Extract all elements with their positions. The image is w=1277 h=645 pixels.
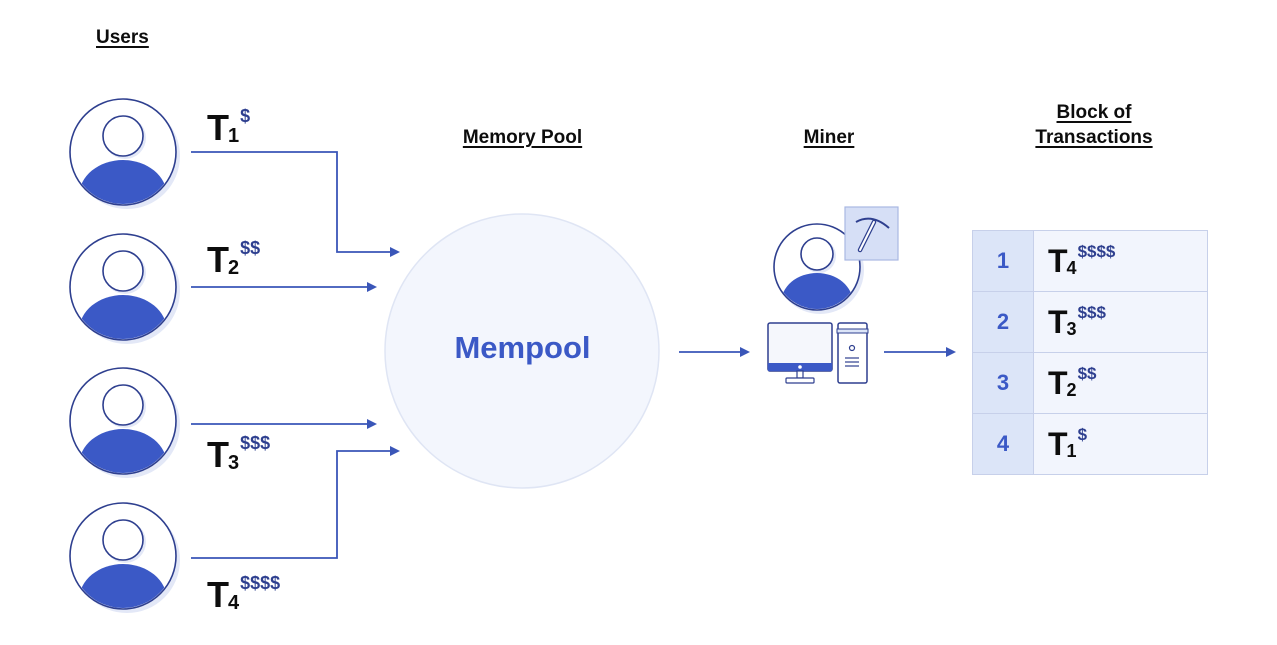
- user-tx-label-2: T2$$: [207, 238, 261, 280]
- user-tx-label-3: T3$$$: [207, 433, 271, 475]
- block-row-position: 1: [973, 231, 1034, 291]
- user-avatar-icon-2: [70, 234, 180, 367]
- block-row-tx: T2$$: [1048, 364, 1097, 401]
- arrow-user4-to-mempool: [191, 446, 400, 559]
- miner-heading: Miner: [803, 127, 855, 148]
- user-tx-label-1: T1$: [207, 106, 251, 148]
- memory-pool-heading: Memory Pool: [462, 127, 583, 148]
- block-row: 3 T2$$: [973, 352, 1207, 413]
- user-avatar-icon-4: [70, 503, 180, 636]
- miner-avatar-icon: [773, 223, 864, 314]
- block-row-tx: T3$$$: [1048, 303, 1106, 340]
- users-heading: Users: [96, 27, 149, 48]
- block-row: 1 T4$$$$: [973, 231, 1207, 291]
- block-row-position: 2: [973, 292, 1034, 352]
- user-tx-label-4: T4$$$$: [207, 573, 281, 615]
- pc-tower-icon: [836, 322, 869, 384]
- monitor-icon: [767, 322, 833, 384]
- block-heading: Block of Transactions: [1020, 100, 1168, 150]
- block-row: 2 T3$$$: [973, 291, 1207, 352]
- block-row-tx: T4$$$$: [1048, 242, 1116, 279]
- mempool-label: Mempool: [454, 330, 591, 365]
- pickaxe-icon: [844, 206, 899, 261]
- block-heading-line2: Transactions: [1035, 127, 1153, 148]
- block-row: 4 T1$: [973, 413, 1207, 474]
- user-avatar-icon-3: [70, 368, 180, 501]
- block-heading-line1: Block of: [1056, 102, 1132, 123]
- block-of-transactions-table: 1 T4$$$$ 2 T3$$$ 3 T2$$ 4 T1$: [972, 230, 1208, 475]
- block-row-position: 3: [973, 353, 1034, 413]
- block-row-position: 4: [973, 414, 1034, 474]
- arrow-user1-to-mempool: [191, 151, 400, 257]
- block-row-tx: T1$: [1048, 425, 1088, 462]
- mempool-circle: [384, 213, 660, 489]
- user-avatar-icon-1: [70, 99, 180, 232]
